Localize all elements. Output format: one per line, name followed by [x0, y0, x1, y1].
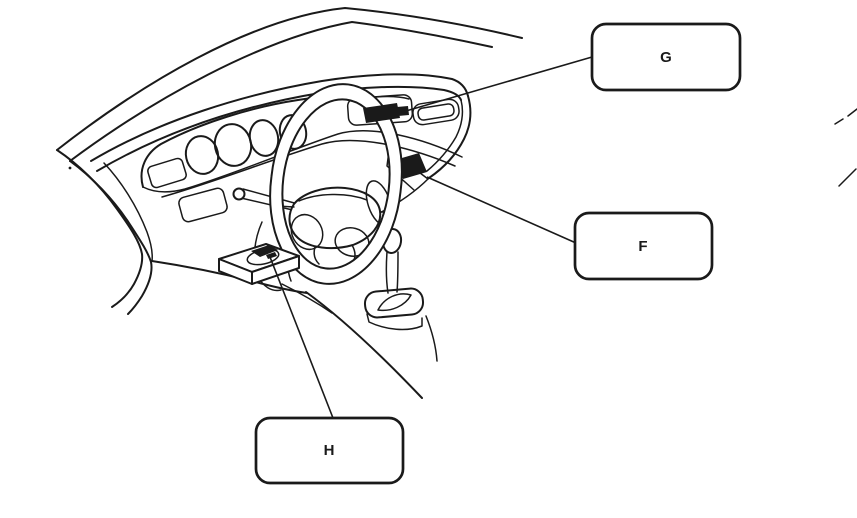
- lower-pocket: [178, 187, 228, 223]
- roofline-inner: [69, 21, 493, 162]
- dash-right-outer: [428, 95, 472, 179]
- shift-lever: [385, 251, 399, 294]
- callout-line-g: [398, 56, 593, 114]
- callout-box-h: [254, 416, 405, 485]
- callout-label-h: H: [324, 442, 335, 459]
- callout-line-f: [426, 176, 577, 244]
- gauge-4: [278, 114, 308, 150]
- hub-top-crease: [298, 193, 368, 202]
- callout-line-h: [269, 256, 334, 419]
- door-edge-fragment-1: [834, 108, 857, 125]
- a-pillar-inner: [69, 160, 153, 315]
- shifter-gate: [363, 287, 425, 319]
- ink-speck: [68, 166, 72, 170]
- door-edge-fragment-2: [838, 168, 857, 187]
- a-pillar-outer: [56, 149, 144, 308]
- roofline-outer: [56, 7, 523, 151]
- callout-box-g: [590, 22, 742, 92]
- gauge-3: [248, 119, 280, 157]
- connector-plug: [251, 245, 278, 259]
- dash-crease-2: [161, 139, 456, 198]
- center-vent-inner: [417, 103, 455, 121]
- console-right-edge: [425, 315, 438, 362]
- unit-g-highlight: [363, 103, 409, 123]
- center-vent: [412, 98, 460, 126]
- callouts: G F H: [254, 22, 742, 485]
- stalk-end-cap: [232, 187, 246, 201]
- console-front-edge: [281, 283, 333, 314]
- console-left-edge: [305, 291, 423, 399]
- callout-label-f: F: [638, 238, 647, 255]
- shifter-slot: [377, 293, 412, 312]
- dash-right-inner: [426, 99, 464, 172]
- dash-left-edge: [103, 162, 153, 262]
- steering-hub-pad: [288, 186, 382, 250]
- callout-box-f: [573, 211, 714, 281]
- shifter-gate-side: [366, 313, 423, 331]
- car-interior-drawing: [56, 7, 857, 399]
- windshield-base: [90, 73, 469, 162]
- side-vent: [147, 157, 187, 189]
- gauge-1: [184, 135, 220, 175]
- callout-label-g: G: [660, 49, 672, 66]
